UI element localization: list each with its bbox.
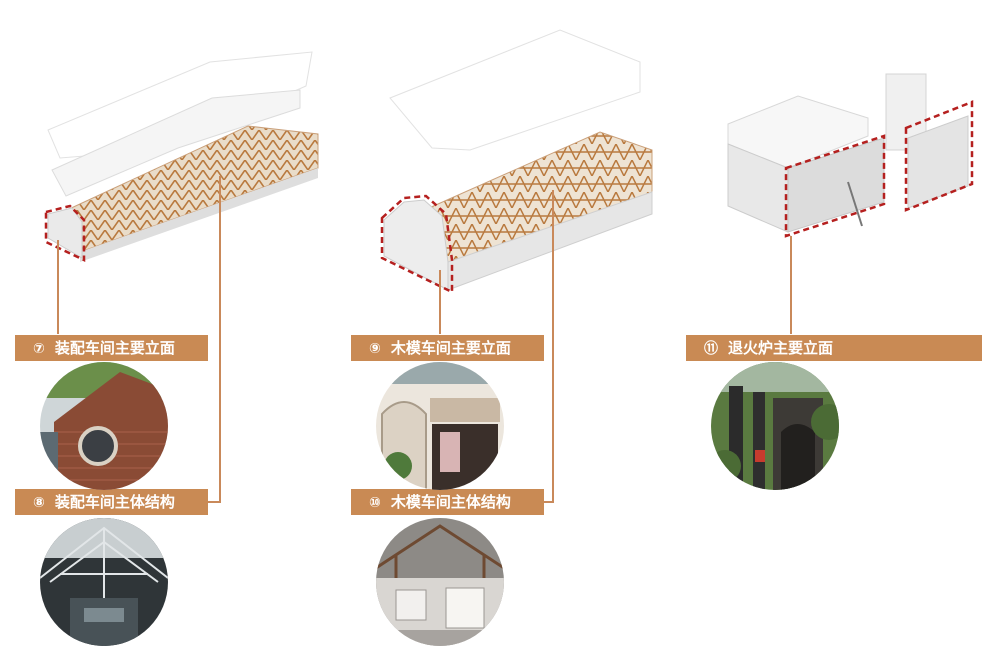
side-wall	[80, 168, 318, 262]
label-text: 木模车间主要立面	[390, 339, 511, 357]
label-text: 退火炉主要立面	[728, 339, 834, 357]
assembly-workshop-model	[47, 51, 319, 262]
furnace-front-face	[787, 137, 885, 233]
label-number: ⑨	[369, 341, 381, 357]
assembly-facade-highlight	[44, 204, 86, 262]
gable-wall	[383, 199, 449, 291]
wood-facade-highlight	[380, 194, 454, 294]
photo-furnace-facade	[711, 362, 839, 490]
label-wood-facade: ⑨ 木模车间主要立面	[351, 335, 544, 361]
label-number: ⑦	[33, 341, 45, 357]
furnace-facade-highlight-2	[904, 100, 974, 212]
label-assembly-facade: ⑦ 装配车间主要立面	[15, 335, 208, 361]
photo-wood-facade	[376, 362, 504, 490]
label-number: ⑪	[704, 341, 718, 357]
connector-8	[206, 176, 221, 503]
roof-second-layer	[51, 89, 301, 197]
connector-10	[540, 190, 554, 503]
label-text: 装配车间主要立面	[54, 339, 175, 357]
label-furnace-facade: ⑪ 退火炉主要立面	[686, 335, 982, 361]
roof-panel	[389, 29, 641, 151]
label-assembly-structure: ⑧ 装配车间主体结构	[15, 489, 208, 515]
side-annex	[907, 115, 969, 209]
wood-pattern-workshop-model	[383, 29, 653, 291]
photo-wood-structure	[376, 518, 504, 646]
photo-assembly-facade	[40, 362, 168, 490]
connector-lines	[57, 176, 792, 503]
label-text: 装配车间主体结构	[54, 493, 175, 511]
annealing-furnace-model	[727, 73, 969, 233]
label-text: 木模车间主体结构	[390, 493, 511, 511]
ladder	[847, 181, 863, 227]
end-wall	[47, 207, 83, 259]
label-number: ⑩	[369, 495, 381, 511]
label-number: ⑧	[33, 495, 45, 511]
label-wood-structure: ⑩ 木模车间主体结构	[351, 489, 544, 515]
furnace-facade-highlight-1	[784, 134, 886, 238]
photo-assembly-structure	[40, 518, 168, 646]
roof-top-layer	[47, 51, 313, 159]
